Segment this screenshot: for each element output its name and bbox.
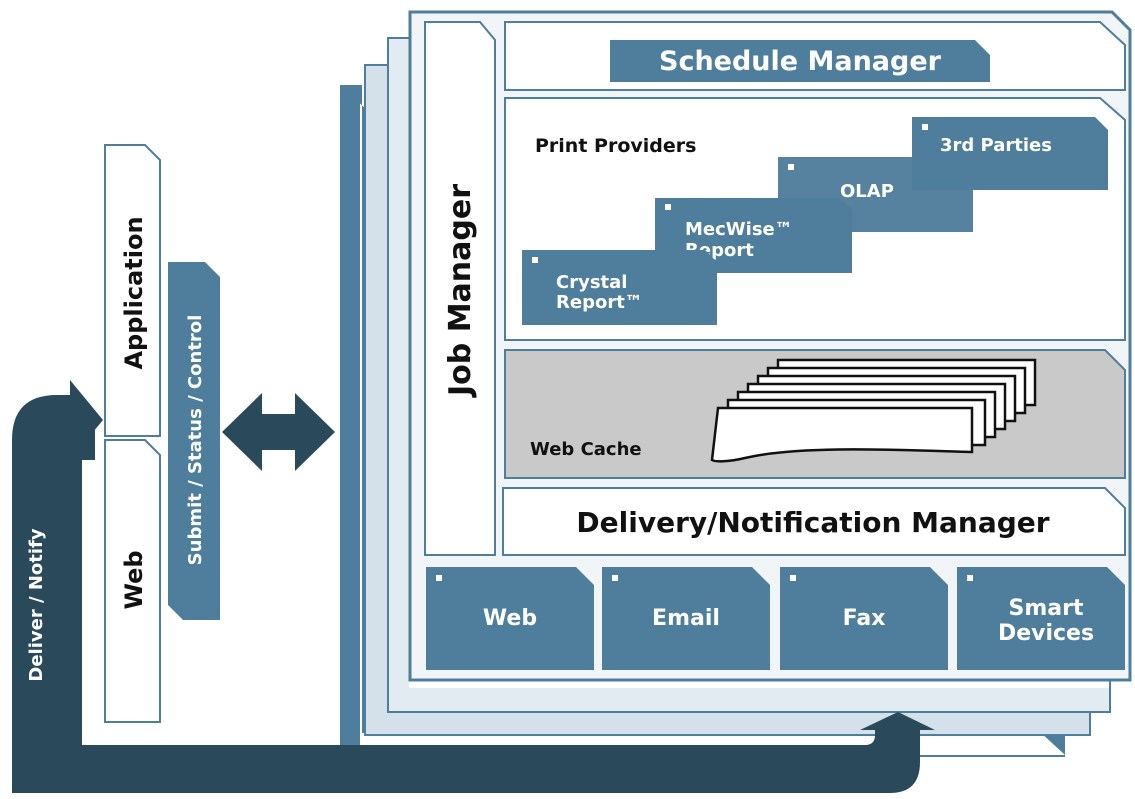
submit-status-control-label: Submit / Status / Control	[185, 315, 206, 566]
job-manager-panel	[424, 21, 496, 556]
web-cache-label: Web Cache	[530, 439, 642, 460]
channel-web-label: Web	[483, 606, 537, 631]
provider-mecwise-line1: MecWise™	[685, 219, 793, 240]
back-layer-middle-fill	[389, 39, 409, 711]
web-client-box	[104, 439, 161, 723]
submit-status-control-tab	[168, 262, 220, 620]
bidirectional-arrow	[222, 393, 335, 471]
channel-email-label: Email	[652, 606, 720, 631]
job-manager-label: Job Manager	[443, 184, 478, 398]
back-layer-bottom-fill	[366, 712, 1089, 734]
back-layer-light-fill	[366, 66, 388, 734]
schedule-manager-label: Schedule Manager	[659, 46, 942, 77]
provider-crystal: Crystal Report™	[522, 250, 717, 325]
channel-fax-label: Fax	[843, 606, 886, 631]
web-client-label: Web	[120, 550, 148, 609]
channel-smart-devices-line1: Smart	[1009, 596, 1084, 621]
delivery-manager-panel	[502, 487, 1126, 556]
print-providers-title: Print Providers	[535, 135, 696, 157]
back-layer-middle-bottom	[389, 688, 1109, 711]
channel-smart-devices: Smart Devices	[957, 567, 1125, 670]
deliver-notify-label: Deliver / Notify	[26, 528, 47, 681]
schedule-manager-tab	[610, 40, 990, 82]
channel-web: Web	[426, 567, 594, 670]
provider-crystal-line2: Report™	[556, 292, 643, 313]
page-stack-icon	[710, 358, 1037, 463]
channel-fax: Fax	[780, 567, 948, 670]
application-label: Application	[120, 216, 148, 369]
provider-olap-label: OLAP	[840, 181, 894, 202]
deliver-notify-arrow	[38, 416, 95, 793]
channel-email: Email	[602, 567, 770, 670]
delivery-manager-label: Delivery/Notification Manager	[576, 506, 1049, 539]
provider-3rd-parties-label: 3rd Parties	[940, 135, 1052, 156]
provider-crystal-line1: Crystal	[556, 272, 627, 293]
application-box	[104, 144, 161, 437]
channel-smart-devices-line2: Devices	[998, 621, 1094, 646]
deliver-notify-arrow-body	[12, 380, 935, 793]
